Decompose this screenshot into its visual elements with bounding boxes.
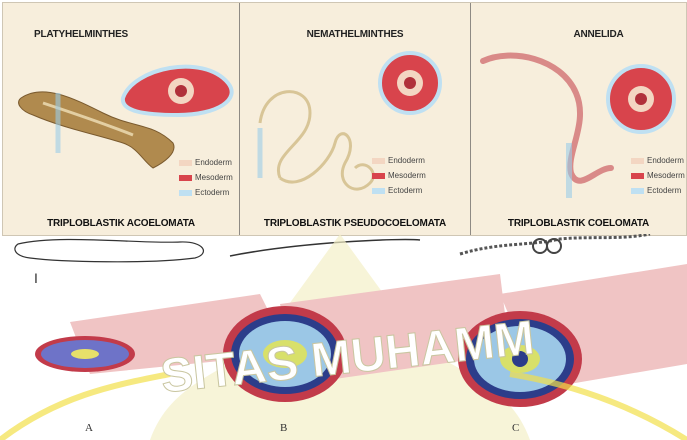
panel-footer: TRIPLOBLASTIK PSEUDOCOELOMATA: [240, 218, 470, 229]
endoderm-swatch: [372, 158, 385, 164]
legend: Endoderm Mesoderm Ectoderm: [179, 155, 233, 200]
legend-endoderm: Endoderm: [195, 155, 232, 170]
ectoderm-swatch: [631, 188, 644, 194]
roundworm-illustration: [240, 3, 470, 203]
legend-ectoderm: Ectoderm: [647, 183, 681, 198]
flatworm-outline: [15, 239, 204, 261]
ectoderm-swatch: [372, 188, 385, 194]
panel-platyhelminthes: PLATYHELMINTHES Endoderm Mesoderm Ectode…: [3, 3, 239, 235]
legend-mesoderm: Mesoderm: [647, 168, 685, 183]
roundworm-outline: [230, 240, 420, 256]
legend-endoderm: Endoderm: [647, 153, 684, 168]
legend-ectoderm: Ectoderm: [388, 183, 422, 198]
panel-nemathelminthes: NEMATHELMINTHES Endoderm Mesoderm Ectode…: [240, 3, 470, 235]
mesoderm-swatch: [179, 175, 192, 181]
endoderm-swatch: [179, 160, 192, 166]
legend-endoderm: Endoderm: [388, 153, 425, 168]
caption-a: A: [85, 422, 93, 434]
legend-mesoderm: Mesoderm: [195, 170, 233, 185]
mesoderm-swatch: [372, 173, 385, 179]
caption-b: B: [280, 422, 287, 434]
earthworm-outline: [460, 234, 650, 254]
legend-ectoderm: Ectoderm: [195, 185, 229, 200]
legend: Endoderm Mesoderm Ectoderm: [631, 153, 685, 198]
ectoderm-swatch: [179, 190, 192, 196]
mesoderm-swatch: [631, 173, 644, 179]
legend: Endoderm Mesoderm Ectoderm: [372, 153, 426, 198]
panel-annelida: ANNELIDA Endoderm Mesoderm Ectoderm TRIP…: [471, 3, 686, 235]
panel-footer: TRIPLOBLASTIK COELOMATA: [471, 218, 686, 229]
top-panel-strip: PLATYHELMINTHES Endoderm Mesoderm Ectode…: [2, 2, 687, 236]
panel-footer: TRIPLOBLASTIK ACOELOMATA: [3, 218, 239, 229]
marker-i: I: [34, 270, 38, 286]
caption-c: C: [512, 422, 519, 434]
endoderm-swatch: [631, 158, 644, 164]
legend-mesoderm: Mesoderm: [388, 168, 426, 183]
